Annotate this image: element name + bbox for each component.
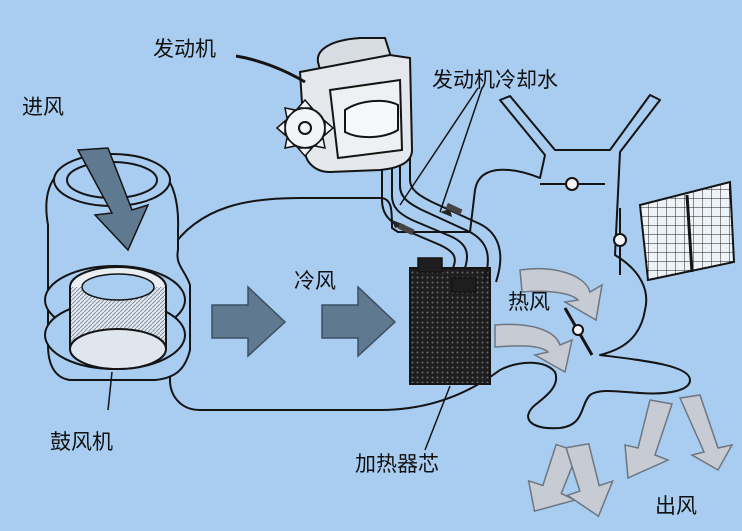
- outlet-arrow-2: [565, 442, 614, 518]
- coolant-flow-mark-1: [397, 222, 415, 236]
- blower-leader-line: [107, 371, 113, 411]
- intake-air-arrow: [76, 147, 150, 252]
- heater-core: [409, 257, 491, 385]
- vent-grille: [638, 180, 736, 282]
- outlet-arrow-4: [678, 394, 734, 472]
- coolant-pipes: [381, 150, 502, 283]
- label-engine: 发动机: [153, 37, 216, 61]
- hot-air-arrow-lower: [494, 323, 574, 374]
- blower-fan-wheel: [69, 266, 167, 370]
- label-blower: 鼓风机: [50, 430, 113, 454]
- label-air-out: 出风: [655, 494, 697, 518]
- label-hot-air: 热风: [508, 290, 550, 314]
- coolant-flow-arrow-in: [392, 220, 405, 228]
- cold-air-arrow-2: [321, 285, 397, 358]
- cold-air-arrow-1: [211, 285, 287, 358]
- label-cold-air: 冷风: [294, 269, 336, 293]
- label-heater-core: 加热器芯: [355, 452, 439, 476]
- engine: [284, 37, 414, 174]
- label-air-in: 进风: [22, 95, 64, 119]
- hot-air-arrow-upper: [519, 267, 604, 322]
- coolant-flow-arrow-out: [440, 209, 452, 217]
- top-damper: [540, 177, 605, 191]
- label-coolant: 发动机冷却水: [432, 68, 558, 92]
- heater-core-leader-line: [424, 385, 451, 451]
- coolant-flow-mark-2: [445, 202, 463, 216]
- engine-leader-line: [235, 54, 306, 84]
- mix-damper: [563, 307, 594, 356]
- outlet-arrow-3: [624, 399, 673, 480]
- engine-fan-blades: [275, 98, 335, 158]
- side-damper: [613, 208, 627, 275]
- coolant-leader-lines: [399, 87, 483, 213]
